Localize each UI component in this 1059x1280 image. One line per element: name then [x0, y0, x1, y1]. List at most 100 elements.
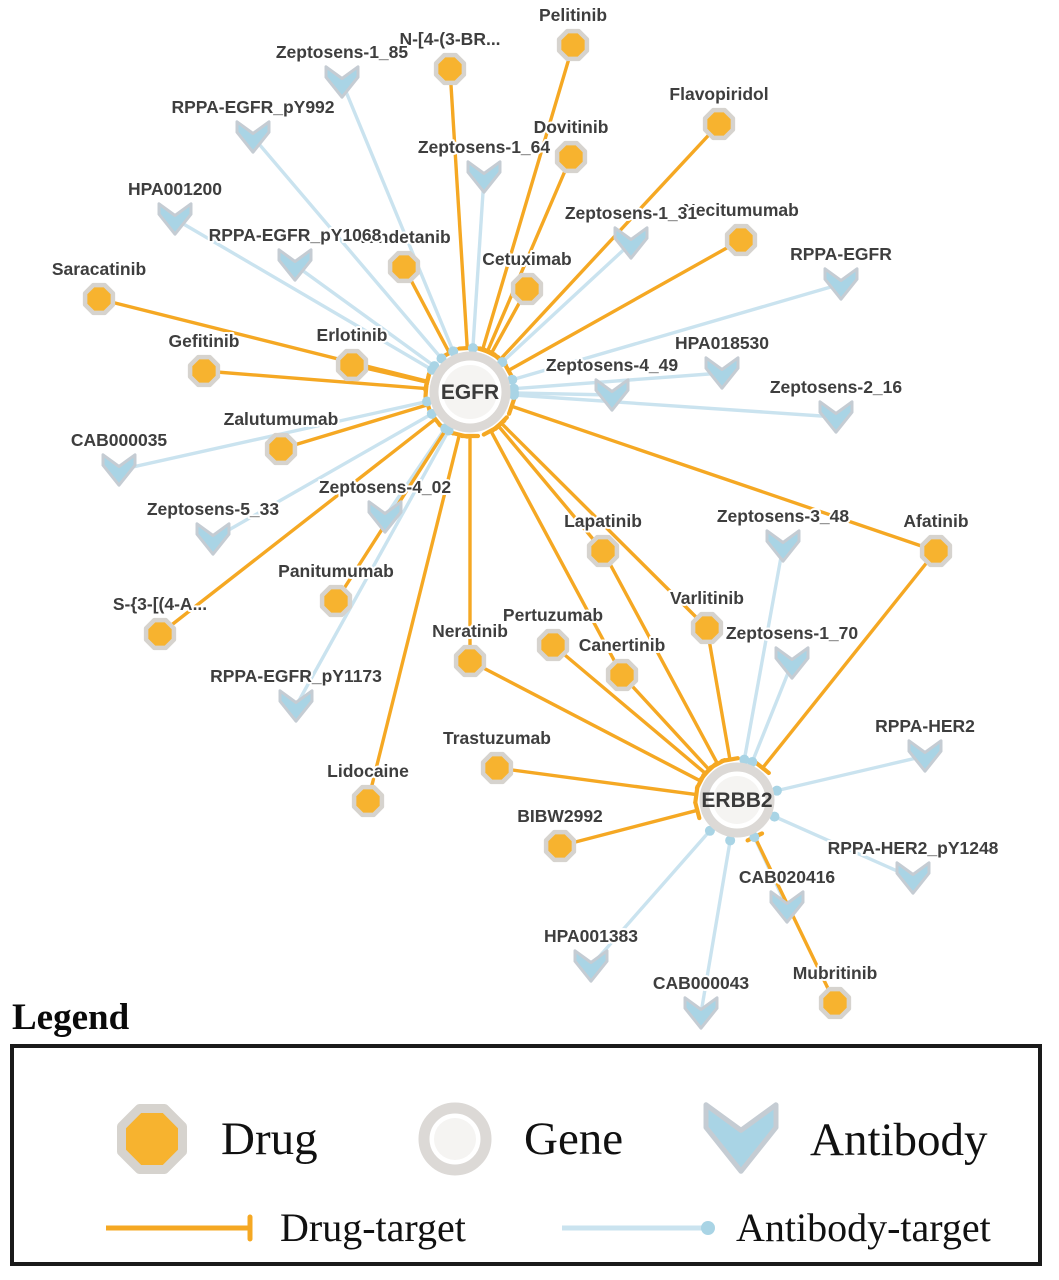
- legend-item-antibody: Antibody: [698, 1100, 988, 1180]
- antibody-label: RPPA-EGFR: [790, 244, 892, 264]
- antibody-target-edge: [294, 429, 451, 707]
- antibody-target-edge: [513, 371, 723, 391]
- drug-node-Neratinib: [453, 644, 487, 678]
- legend-label-antibody: Antibody: [810, 1114, 988, 1166]
- antibody-edge-dot: [426, 408, 437, 419]
- drug-label: Flavopiridol: [669, 84, 768, 104]
- antibody-node-HPA018530: [704, 356, 740, 390]
- antibody-edge-dot: [749, 832, 760, 843]
- drug-target-edge: [551, 643, 707, 775]
- drug-target-edge: [469, 659, 702, 783]
- antibody-edge-dot: [429, 361, 440, 372]
- antibody-node-Zeptosens-3_48: [765, 529, 801, 563]
- drug-target-edge: [620, 673, 711, 771]
- antibody-node-HPA001383: [573, 949, 609, 983]
- antibody-edge-dot: [771, 785, 782, 796]
- antibody-label: RPPA-EGFR_pY1068: [209, 225, 382, 245]
- antibody-node-HPA001200: [157, 202, 193, 236]
- gene-label-ERBB2: ERBB2: [701, 789, 772, 812]
- antibody-swatch-shape: [703, 1102, 779, 1174]
- legend-label-antibody-target: Antibody-target: [736, 1205, 991, 1250]
- drug-label: Canertinib: [579, 635, 666, 655]
- drug-edge-tee: [693, 784, 700, 805]
- antibody-node-Zeptosens-1_31: [613, 226, 649, 260]
- antibody-node-icon: [703, 1102, 779, 1174]
- drug-label: Dovitinib: [534, 117, 609, 137]
- gene-node-icon: [418, 1102, 492, 1176]
- antibody-node-Zeptosens-1_64: [466, 160, 502, 194]
- antibody-label: Zeptosens-1_70: [726, 623, 859, 643]
- antibody-node-Zeptosens-4_49: [594, 378, 630, 412]
- antibody-target-edge: [251, 135, 443, 360]
- drug-node-Pelitinib: [556, 28, 590, 62]
- drug-target-edge: [448, 68, 469, 349]
- antibody-label: Zeptosens-1_64: [418, 137, 551, 157]
- antibody-target-edge: [776, 754, 926, 793]
- drug-target-edge: [203, 369, 427, 391]
- antibody-node-Zeptosens-1_70: [774, 646, 810, 680]
- antibody-label: Zeptosens-5_33: [147, 499, 280, 519]
- legend-item-drug: Drug: [109, 1096, 318, 1182]
- antibody-edge-layer: [118, 81, 926, 1014]
- legend-label-gene: Gene: [524, 1113, 624, 1165]
- drug-edge-tee: [423, 372, 431, 393]
- gene-label-EGFR: EGFR: [441, 381, 499, 404]
- drug-edge-tee: [701, 762, 718, 778]
- drug-node-Trastuzumab: [480, 751, 514, 785]
- antibody-edge-dot: [467, 343, 478, 354]
- label-layer: EGFRERBB2PelitinibN-[4-(3-BR...Flavopiri…: [50, 3, 1001, 995]
- drug-target-edge-icon: [106, 1214, 253, 1241]
- antibody-node-CAB000035: [101, 453, 137, 487]
- drug-edge-tee: [482, 347, 501, 360]
- antibody-target-edge: [699, 840, 732, 1014]
- drug-edge-tee: [754, 760, 771, 776]
- antibody-edge-swatch-dot: [701, 1220, 715, 1235]
- antibody-edge-dot: [443, 425, 454, 436]
- drug-label: Trastuzumab: [443, 728, 551, 748]
- drug-node-Cetuximab: [510, 272, 544, 306]
- drug-node-Saracatinib: [82, 282, 116, 316]
- drug-target-edge: [705, 627, 732, 760]
- drug-node-S-{3-[(4-A...: [143, 617, 177, 651]
- drug-target-edge: [496, 424, 605, 553]
- antibody-target-edge: [742, 545, 785, 760]
- antibody-label: CAB000035: [71, 430, 168, 450]
- drug-node-icon: [117, 1104, 187, 1174]
- drug-edge-tee: [481, 424, 500, 437]
- antibody-label: HPA018530: [675, 333, 769, 353]
- antibody-edge-dot: [747, 756, 758, 767]
- drug-node-Lapatinib: [586, 534, 620, 568]
- drug-target-edge: [98, 297, 428, 383]
- drug-label: Afatinib: [903, 511, 968, 531]
- drug-edge-tee: [719, 756, 740, 764]
- antibody-target-edge: [294, 263, 436, 368]
- antibody-label: HPA001383: [544, 926, 638, 946]
- antibody-target-edge: [513, 391, 613, 397]
- drug-target-edge: [507, 238, 742, 372]
- antibody-target-edge: [174, 217, 433, 372]
- antibody-target-edge: [773, 815, 914, 880]
- drug-target-edge: [280, 403, 429, 451]
- drug-label: Necitumumab: [683, 200, 799, 220]
- drug-target-edge: [559, 808, 698, 848]
- drug-node-Afatinib: [919, 534, 953, 568]
- antibody-target-edge: [212, 412, 433, 541]
- drug-node-Pertuzumab: [536, 628, 570, 662]
- antibody-node-RPPA-EGFR_pY992: [235, 120, 271, 154]
- antibody-label: RPPA-EGFR_pY992: [171, 97, 334, 117]
- antibody-target-edge: [511, 282, 842, 382]
- antibody-target-edge: [340, 81, 455, 352]
- antibody-target-edge: [471, 176, 486, 349]
- antibody-edge-dot: [739, 754, 750, 765]
- drug-target-edge: [601, 550, 720, 765]
- antibody-label: Zeptosens-2_16: [770, 377, 903, 397]
- drug-target-edge: [485, 156, 573, 353]
- drug-node-N-[4-(3-BR...: [433, 52, 467, 86]
- drug-target-edge: [511, 404, 937, 553]
- antibody-node-RPPA-EGFR_pY1173: [278, 689, 314, 723]
- drug-label: Pertuzumab: [503, 605, 603, 625]
- drug-target-edge: [158, 417, 437, 636]
- legend-title: Legend: [12, 997, 130, 1038]
- antibody-node-Zeptosens-4_02: [367, 500, 403, 534]
- legend-item-drug-target: Drug-target: [102, 1204, 466, 1251]
